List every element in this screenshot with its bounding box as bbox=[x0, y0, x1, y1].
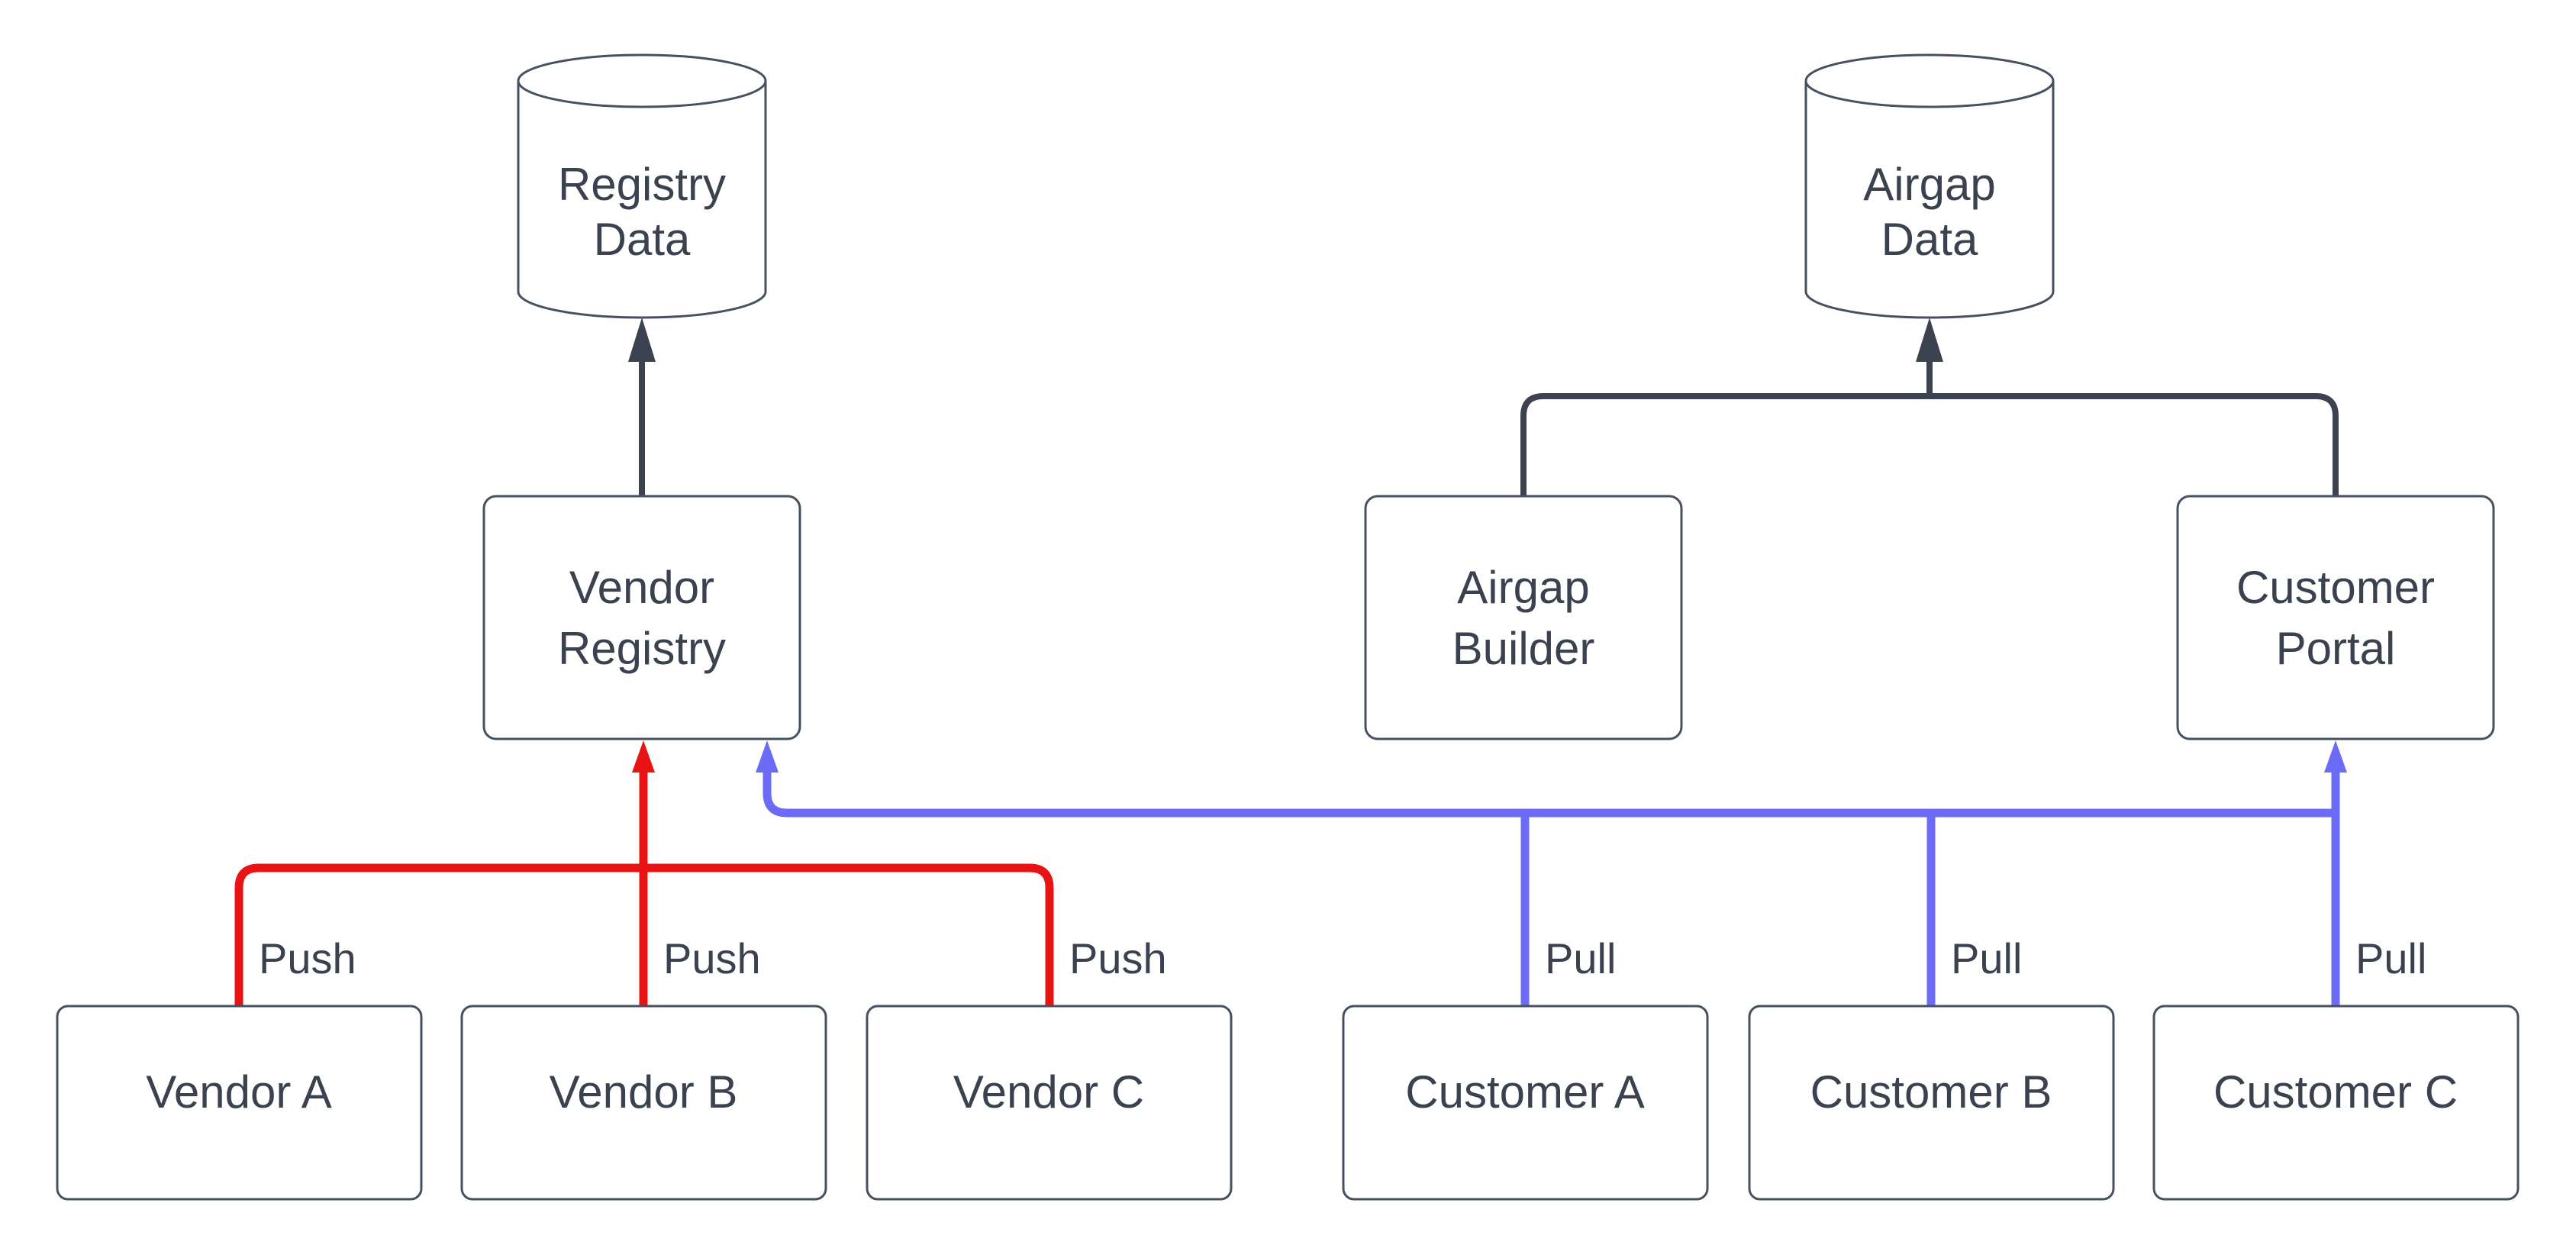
node-box bbox=[56, 1005, 423, 1201]
edge-label-push: Push bbox=[259, 934, 356, 982]
node-box bbox=[1342, 1005, 1709, 1201]
cylinder-top bbox=[517, 53, 767, 108]
edge-builder-portal-to-airgap-data bbox=[1520, 318, 2339, 496]
arrowhead-up-icon bbox=[632, 740, 655, 773]
arrowhead-up-icon bbox=[1916, 318, 1943, 362]
node-airgap-builder: Airgap Builder bbox=[1364, 495, 1683, 740]
arrowhead-up-icon bbox=[756, 740, 779, 773]
node-label: Airgap bbox=[1457, 562, 1589, 613]
node-box bbox=[1364, 495, 1683, 740]
node-label: Vendor B bbox=[550, 1066, 738, 1118]
node-box bbox=[1748, 1005, 2115, 1201]
node-airgap-data: Airgap Data bbox=[1804, 53, 2055, 319]
edge-label-pull: Pull bbox=[1545, 934, 1616, 982]
node-label: Customer B bbox=[1810, 1066, 2052, 1118]
node-label: Builder bbox=[1452, 623, 1595, 674]
node-label: Data bbox=[1881, 214, 1978, 265]
arrowhead-up-icon bbox=[2324, 740, 2347, 773]
edge-vendor-registry-to-registry-data bbox=[628, 318, 656, 496]
edge-line bbox=[1520, 393, 2339, 496]
node-label: Registry bbox=[558, 159, 726, 210]
node-box bbox=[2176, 495, 2495, 740]
node-vendor-a: Vendor A bbox=[56, 1005, 423, 1201]
node-label: Customer A bbox=[1405, 1066, 1644, 1118]
edge-push-vendors-to-registry bbox=[234, 740, 1054, 1006]
node-customer-portal: Customer Portal bbox=[2176, 495, 2495, 740]
node-label: Airgap bbox=[1863, 159, 1995, 210]
node-box bbox=[460, 1005, 827, 1201]
node-label: Registry bbox=[558, 623, 726, 674]
node-label: Vendor A bbox=[146, 1066, 332, 1118]
cylinder-top bbox=[1804, 53, 2055, 108]
cylinder-body bbox=[1804, 81, 2055, 319]
node-vendor-b: Vendor B bbox=[460, 1005, 827, 1201]
node-label: Vendor bbox=[569, 562, 714, 613]
node-customer-b: Customer B bbox=[1748, 1005, 2115, 1201]
node-vendor-c: Vendor C bbox=[866, 1005, 1233, 1201]
arrowhead-up-icon bbox=[628, 318, 656, 362]
pull-trunk-line bbox=[762, 773, 2336, 818]
node-box bbox=[2152, 1005, 2520, 1201]
node-label: Vendor C bbox=[953, 1066, 1144, 1118]
node-label: Customer C bbox=[2213, 1066, 2458, 1118]
node-customer-a: Customer A bbox=[1342, 1005, 1709, 1201]
cylinder-body bbox=[517, 81, 767, 319]
node-vendor-registry: Vendor Registry bbox=[482, 495, 801, 740]
node-customer-c: Customer C bbox=[2152, 1005, 2520, 1201]
node-registry-data: Registry Data bbox=[517, 53, 767, 319]
node-label: Portal bbox=[2276, 623, 2396, 674]
node-box bbox=[482, 495, 801, 740]
node-label: Data bbox=[594, 214, 691, 265]
edge-label-pull: Pull bbox=[1951, 934, 2022, 982]
edge-pull-customers-to-registry-and-portal bbox=[756, 740, 2347, 1006]
edge-label-pull: Pull bbox=[2355, 934, 2426, 982]
node-label: Customer bbox=[2236, 562, 2435, 613]
edge-label-push: Push bbox=[1069, 934, 1167, 982]
node-box bbox=[866, 1005, 1233, 1201]
edge-label-push: Push bbox=[663, 934, 761, 982]
